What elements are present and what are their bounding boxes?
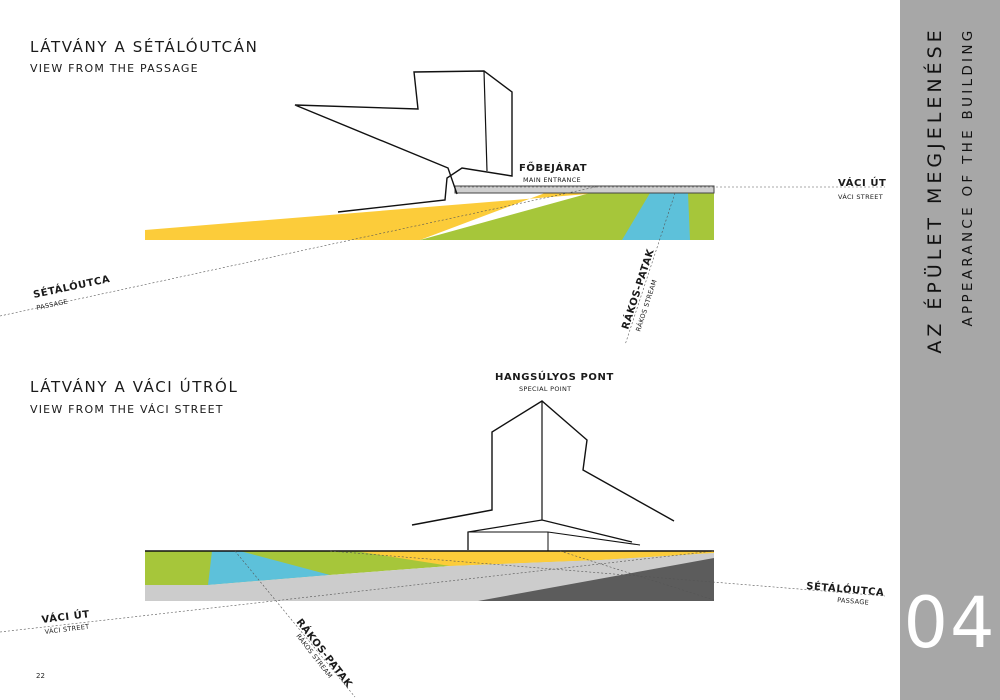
ground2-stream bbox=[208, 551, 330, 585]
vaci-view: HANGSÚLYOS PONT SPECIAL POINT SÉTÁLÓUTCA… bbox=[0, 370, 886, 698]
label-setalo-en: PASSAGE bbox=[36, 297, 69, 311]
building-base bbox=[467, 519, 633, 550]
label2-setalo-en: PASSAGE bbox=[837, 596, 869, 607]
chapter-sidebar bbox=[900, 0, 1000, 700]
stream2-sightline bbox=[234, 550, 356, 698]
section2-title: LÁTVÁNY A VÁCI ÚTRÓL bbox=[30, 378, 239, 396]
sidebar-title-en: APPEARANCE OF THE BUILDING bbox=[960, 27, 976, 327]
ground2-yellow bbox=[355, 551, 714, 566]
label-vaci-en: VÁCI STREET bbox=[838, 192, 883, 201]
section2-subtitle: VIEW FROM THE VÁCI STREET bbox=[30, 403, 224, 416]
passage-sightline bbox=[0, 185, 601, 317]
building-outline-passage bbox=[294, 70, 513, 213]
ground-stream bbox=[622, 193, 690, 240]
building-base-roof bbox=[547, 531, 641, 546]
chapter-number: 04 bbox=[903, 582, 997, 664]
building-edge bbox=[483, 70, 488, 172]
label-entrance-hu: FŐBEJÁRAT bbox=[519, 160, 587, 174]
label-vaci-hu: VÁCI ÚT bbox=[838, 176, 886, 189]
passage-view: FŐBEJÁRAT MAIN ENTRANCE VÁCI ÚT VÁCI STR… bbox=[0, 70, 886, 346]
section1-title: LÁTVÁNY A SÉTÁLÓUTCÁN bbox=[30, 38, 259, 56]
ground2-darkgray bbox=[478, 558, 714, 601]
page-number: 22 bbox=[36, 672, 45, 680]
label-special-hu: HANGSÚLYOS PONT bbox=[495, 370, 614, 383]
passage2-sightline bbox=[329, 550, 886, 597]
diag-sightline bbox=[559, 550, 715, 601]
label-special-en: SPECIAL POINT bbox=[519, 385, 571, 393]
stream-sightline bbox=[624, 192, 676, 346]
ground-yellow bbox=[145, 193, 600, 240]
sidebar-title-hu: AZ ÉPÜLET MEGJELENÉSE bbox=[924, 26, 946, 354]
building-outline-vaci bbox=[411, 400, 675, 526]
label-entrance-en: MAIN ENTRANCE bbox=[523, 176, 581, 184]
section1-subtitle: VIEW FROM THE PASSAGE bbox=[30, 62, 199, 75]
label-setalo-hu: SÉTÁLÓUTCA bbox=[32, 272, 111, 301]
label2-rakos-hu: RÁKOS-PATAK bbox=[294, 616, 356, 691]
